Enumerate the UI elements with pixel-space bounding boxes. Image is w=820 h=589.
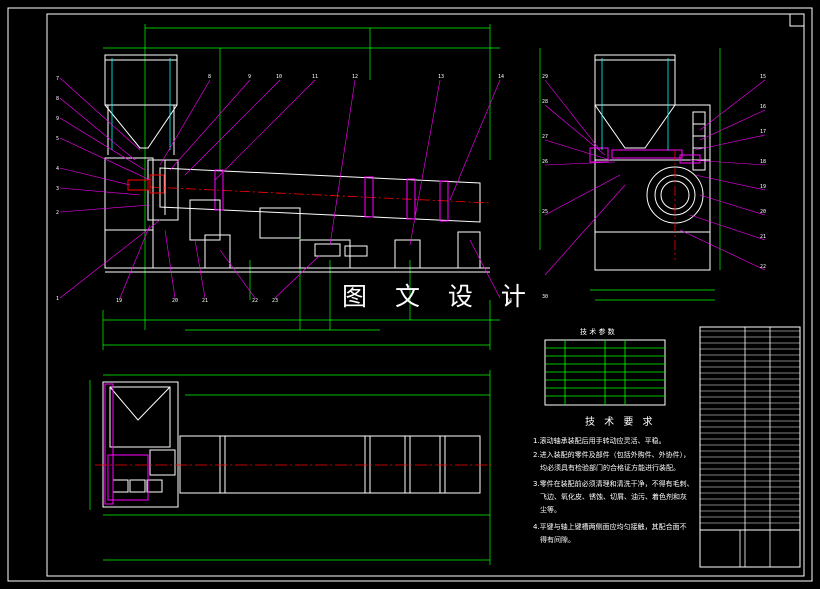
balloon-number: 23: [272, 298, 278, 304]
tech-req-item: 均必须具有检验部门的合格证方能进行装配。: [540, 463, 680, 472]
balloon-number: 28: [542, 99, 548, 105]
balloon-number: 9: [56, 116, 59, 122]
balloon-number: 16: [760, 104, 766, 110]
tech-req-item: 得有间隙。: [540, 535, 575, 544]
balloon-number: 13: [438, 74, 444, 80]
balloon-number: 10: [276, 74, 282, 80]
param-table-title: 技 术 参 数: [580, 327, 615, 336]
balloon-number: 21: [202, 298, 208, 304]
balloon-number: 30: [542, 294, 548, 300]
balloon-number: 24: [506, 298, 512, 304]
front-drum: [147, 159, 481, 223]
balloon-number: 15: [760, 74, 766, 80]
plan-dimensions: [89, 370, 491, 565]
balloon-number: 29: [542, 74, 548, 80]
balloon-number: 11: [312, 74, 318, 80]
tech-req-item: 4.平键与轴上键槽两侧面应均匀接触，其配合面不: [533, 522, 687, 531]
outer-border: [7, 7, 813, 582]
front-hopper-hidden: [111, 58, 171, 150]
balloon-number: 27: [542, 134, 548, 140]
side-leaders: [544, 79, 766, 276]
balloon-number: 4: [56, 166, 59, 172]
tech-req-title: 技 术 要 求: [585, 415, 656, 428]
balloon-number: 3: [56, 186, 59, 192]
balloon-number: 12: [352, 74, 358, 80]
balloon-number: 22: [760, 264, 766, 270]
watermark: 图 文 设 计: [342, 282, 536, 311]
title-block: [699, 326, 801, 568]
tech-req-item: 3.零件在装配前必须清理和清洗干净，不得有毛刺、: [533, 479, 694, 488]
side-magenta-parts: [589, 147, 701, 164]
balloon-number: 20: [760, 209, 766, 215]
balloon-number: 9: [248, 74, 251, 80]
front-leaders: [59, 77, 501, 299]
side-hidden: [601, 58, 669, 150]
balloon-number: 19: [760, 184, 766, 190]
tech-req-item: 尘等。: [540, 505, 561, 514]
balloon-number: 8: [208, 74, 211, 80]
balloon-number: 5: [56, 136, 59, 142]
balloon-numbers: 7 8 9 5 4 3 2 1 8 9 10 11 12 13 14 19 20…: [56, 74, 766, 304]
balloon-number: 21: [760, 234, 766, 240]
front-view: [59, 24, 501, 350]
balloon-number: 8: [56, 96, 59, 102]
balloon-number: 20: [172, 298, 178, 304]
balloon-number: 17: [760, 129, 766, 135]
side-hopper: [594, 54, 711, 271]
balloon-number: 2: [56, 210, 59, 216]
corner-box: [789, 13, 805, 27]
balloon-number: 14: [498, 74, 504, 80]
front-hopper: [104, 54, 178, 155]
plan-view: [89, 370, 495, 565]
side-dimensions: [539, 48, 721, 301]
balloon-number: 26: [542, 159, 548, 165]
balloon-number: 22: [252, 298, 258, 304]
side-view: [539, 48, 766, 301]
front-supports: [104, 157, 490, 273]
balloon-number: 18: [760, 159, 766, 165]
param-table: [544, 339, 666, 406]
front-red-parts: [127, 174, 165, 194]
balloon-number: 19: [116, 298, 122, 304]
tech-req-item: 1.滚动轴承装配后用手转动应灵活、平稳。: [533, 436, 666, 445]
inner-border: [46, 13, 805, 577]
tech-req-item: 2.进入装配的零件及部件（包括外购件、外协件），: [533, 450, 690, 459]
balloon-number: 7: [56, 76, 59, 82]
tech-req-list: 1.滚动轴承装配后用手转动应灵活、平稳。 2.进入装配的零件及部件（包括外购件、…: [533, 436, 694, 544]
plan-structure: [102, 381, 481, 508]
front-drum-centerline: [149, 186, 491, 204]
plan-magenta: [104, 383, 149, 505]
balloon-number: 25: [542, 209, 548, 215]
balloon-number: 1: [56, 296, 59, 302]
front-tires: [214, 169, 449, 222]
tech-req-item: 飞边、氧化皮、锈蚀、切屑、油污、着色剂和灰: [540, 492, 687, 501]
side-ladder: [692, 111, 706, 171]
